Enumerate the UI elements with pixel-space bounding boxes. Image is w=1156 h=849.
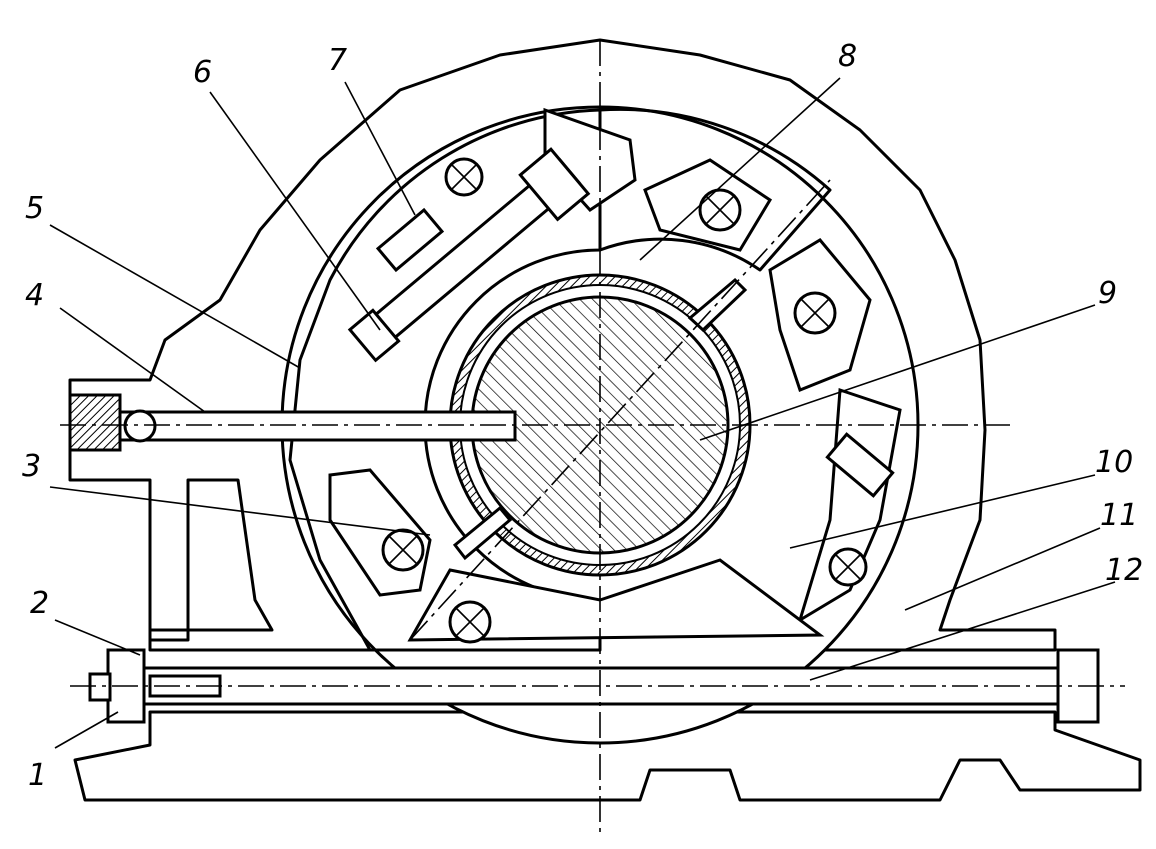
wedge-support <box>407 558 825 642</box>
label-7: 7 <box>328 43 347 78</box>
label-6: 6 <box>193 55 212 90</box>
label-1: 1 <box>28 758 47 793</box>
bearing-ring <box>288 108 602 652</box>
stud-bolt <box>347 147 591 363</box>
pocket-right-3 <box>797 387 902 624</box>
label-11: 11 <box>1100 498 1138 533</box>
label-2: 2 <box>30 586 49 621</box>
leader-lines <box>49 77 1116 749</box>
ring-upper-right <box>598 107 832 272</box>
label-4: 4 <box>25 278 44 313</box>
label-9: 9 <box>1098 276 1117 311</box>
label-3: 3 <box>22 449 41 484</box>
shaft-key-lower <box>452 505 513 561</box>
housing-body <box>68 38 1057 652</box>
hole-markers <box>381 157 868 644</box>
base-plate <box>73 710 1142 802</box>
label-5: 5 <box>25 191 44 226</box>
set-screw <box>375 207 445 273</box>
label-10: 10 <box>1095 445 1133 480</box>
pin-plug <box>68 393 122 452</box>
washer-left <box>88 672 112 702</box>
label-8: 8 <box>838 39 857 74</box>
label-12: 12 <box>1105 553 1143 588</box>
diagonal-centerline <box>409 179 831 641</box>
bolt-right <box>825 432 895 498</box>
pin-hole <box>123 409 157 443</box>
horizontal-pin <box>118 410 517 442</box>
